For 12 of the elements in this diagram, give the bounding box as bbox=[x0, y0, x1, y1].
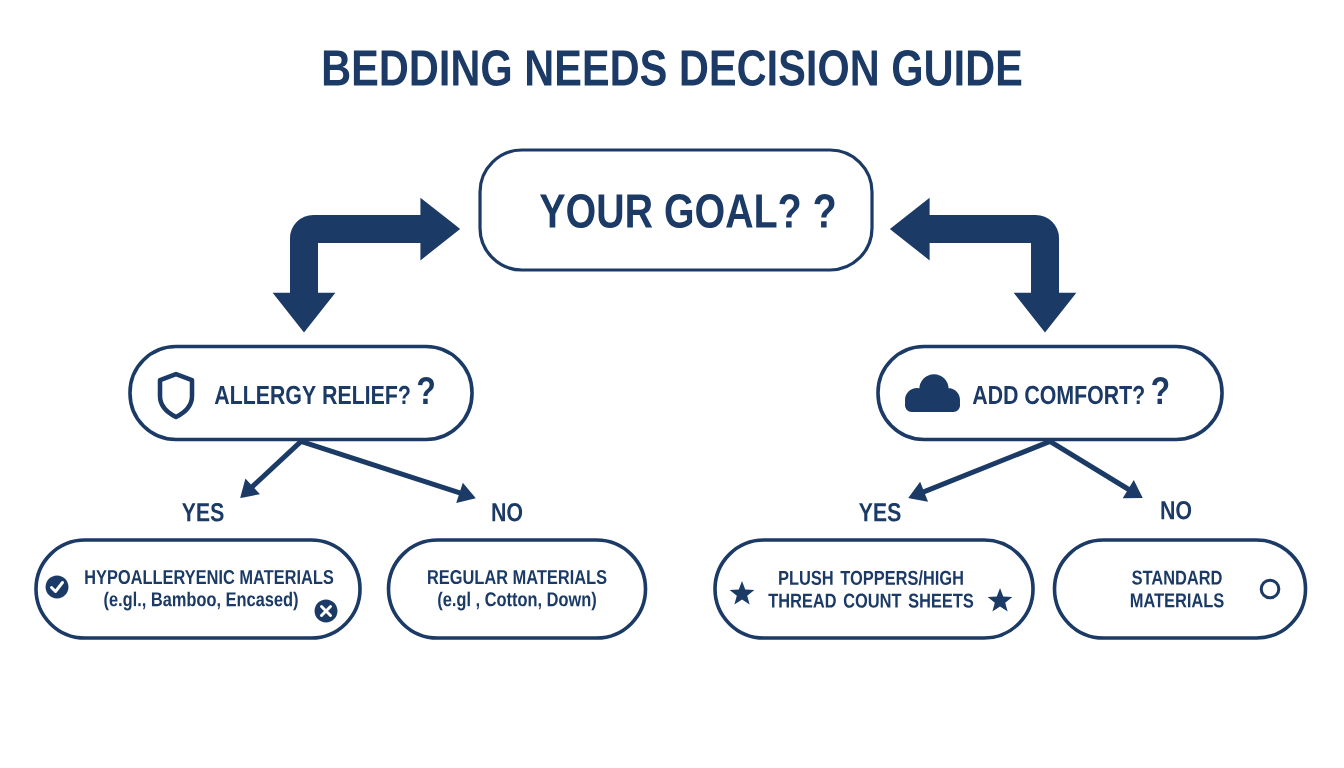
option-box: HYPOALLERYENIC MATERIALS (e.gl., Bamboo, Encased) bbox=[34, 538, 362, 640]
question-box: YOUR GOAL? ? bbox=[478, 148, 874, 272]
edge-label: NO bbox=[1161, 501, 1192, 520]
edge-label: NO bbox=[492, 503, 523, 522]
question-box: ALLERGY RELIEF? ? bbox=[128, 344, 474, 442]
edge-label: YES bbox=[182, 503, 224, 522]
option-box: STANDARD MATERIALS bbox=[1052, 538, 1308, 640]
question-box: ADD COMFORT? ? bbox=[876, 344, 1224, 442]
edge-label: YES bbox=[859, 503, 901, 522]
option-box: REGULAR MATERIALS (e.gl , Cotton, Down) bbox=[386, 538, 648, 640]
title: BEDDING NEEDS DECISION GUIDE bbox=[323, 50, 1022, 86]
option-box: PLUSH TOPPERS/HIGH THREAD COUNT SHEETS bbox=[713, 538, 1035, 640]
